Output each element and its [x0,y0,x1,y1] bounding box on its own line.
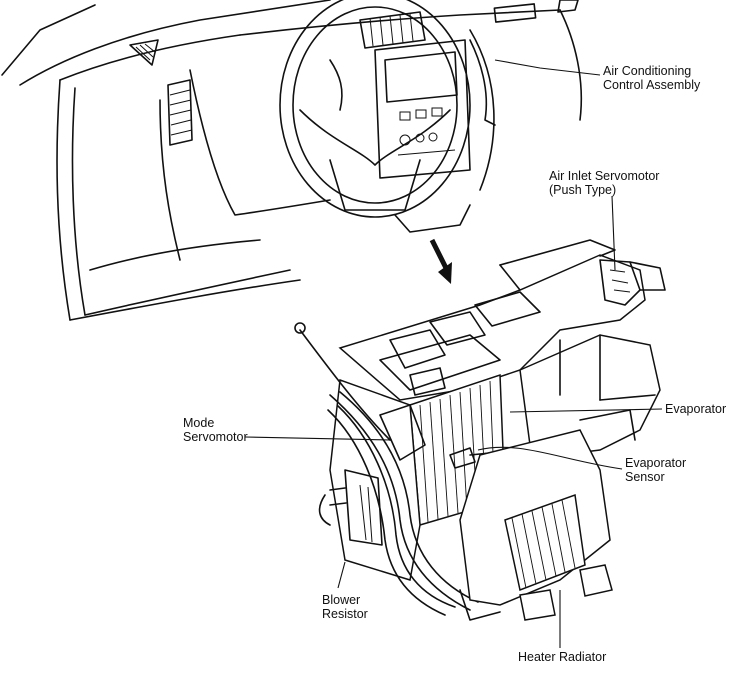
label-mode-line2: Servomotor [183,430,248,444]
label-blower-line1: Blower [322,593,361,607]
dashboard-drawing [1,0,583,321]
label-heater-radiator: Heater Radiator [518,650,607,664]
label-air-inlet-line1: Air Inlet Servomotor [549,169,660,183]
label-evaporator: Evaporator [665,402,727,416]
leader-lines [244,59,663,648]
hvac-unit-drawing [294,239,666,621]
label-blower-line2: Resistor [322,607,368,621]
label-mode-line1: Mode [183,416,215,430]
label-evap-sensor-line1: Evaporator [625,456,687,470]
label-air-inlet-line2: (Push Type) [549,183,617,197]
label-evap-sensor-line2: Sensor [625,470,665,484]
label-ac-control-line1: Air Conditioning [603,64,692,78]
down-arrow-icon [429,238,452,284]
label-ac-control-line2: Control Assembly [603,78,701,92]
